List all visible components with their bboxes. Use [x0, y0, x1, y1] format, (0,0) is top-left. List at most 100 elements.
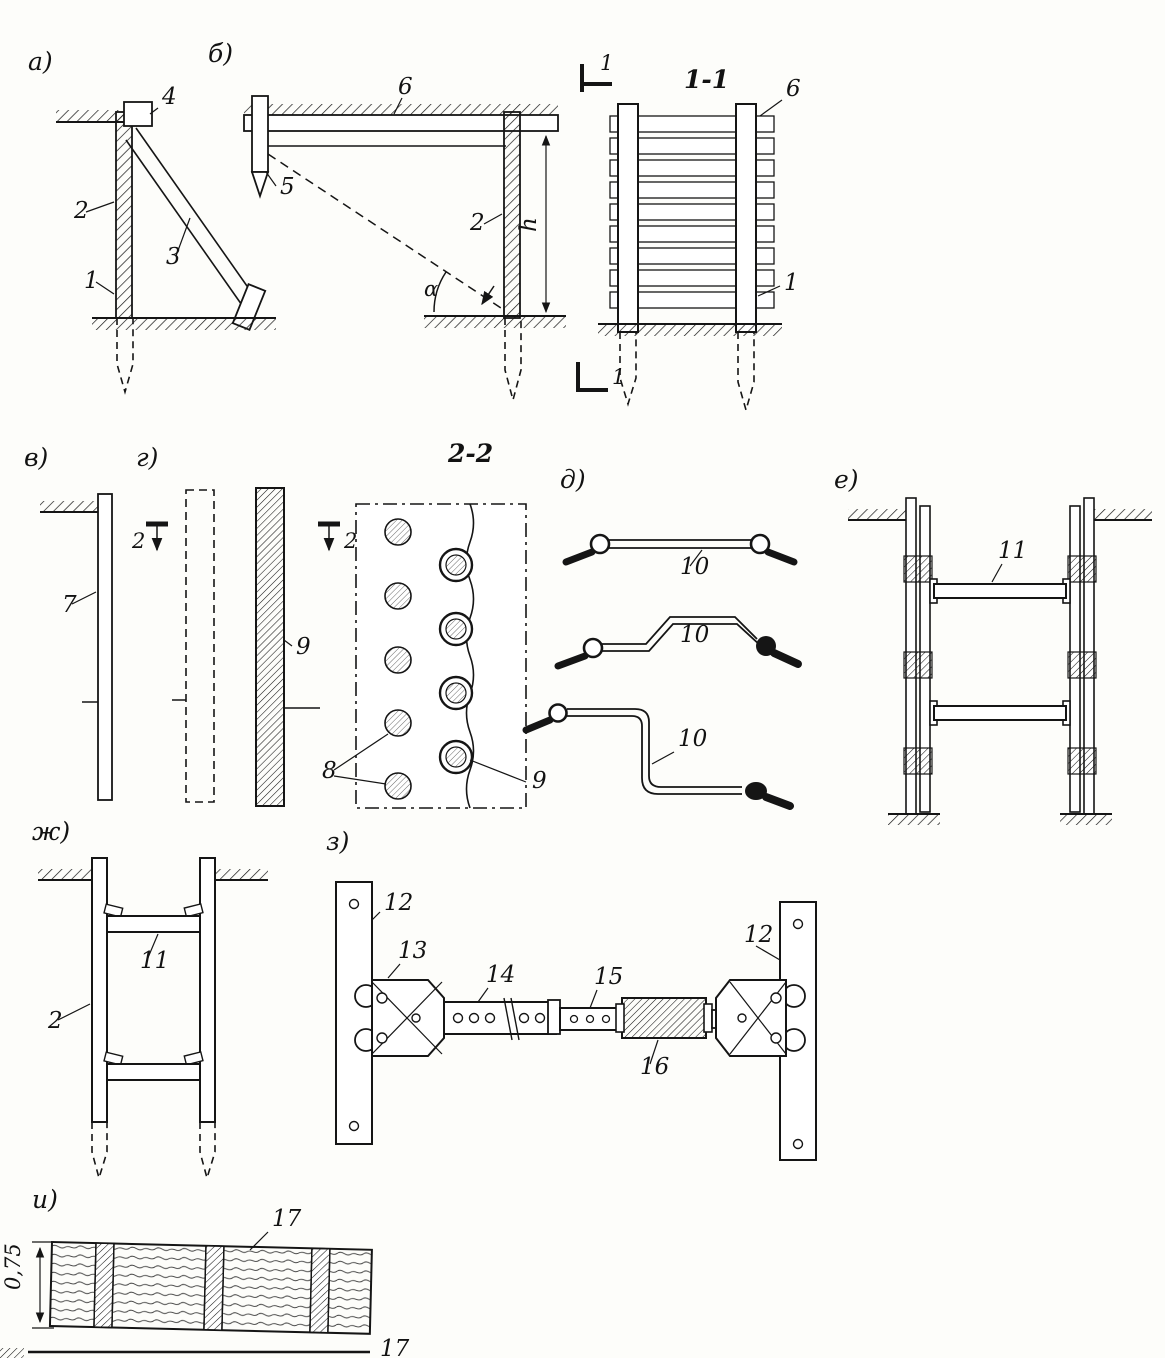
callout-10-bot: 10 [678, 726, 707, 752]
section-mark-right: 2 [318, 521, 357, 553]
panel-a-label: а) [28, 47, 53, 76]
anchor-pile [250, 95, 270, 199]
sheeting-board [503, 111, 521, 319]
panel-v-label: в) [24, 443, 48, 472]
slip-plane-dashed [267, 153, 505, 311]
panel-z-screw-strut: з) 12 12 13 [326, 827, 817, 1161]
plank-left-hole-bottom [348, 1120, 360, 1132]
coupling-collar [547, 999, 561, 1035]
leader-12-left [371, 911, 381, 921]
callout-5: 5 [280, 174, 295, 200]
ground-hatch-bottom [92, 319, 276, 330]
callout-1: 1 [784, 270, 799, 296]
perforated-rod-14 [443, 997, 557, 1041]
leader-2 [57, 1003, 91, 1021]
callout-11: 11 [998, 538, 1027, 564]
leader-11 [991, 563, 1003, 583]
section-2-2-plan: 2-2 8 9 [322, 439, 547, 809]
callout-14: 14 [486, 962, 515, 988]
section-1-1-title: 1-1 [684, 65, 729, 94]
sheeting-board [115, 111, 133, 319]
sheet-board [97, 493, 113, 801]
ground-hatch-bottom [424, 317, 566, 328]
trench-bottom-hatch-right [1060, 815, 1112, 825]
callout-4: 4 [161, 84, 177, 110]
leader-16 [649, 1039, 659, 1065]
panel-zh-trench-wedged-struts: ж) 11 2 [32, 817, 268, 1181]
buried-pile-dashed-left [619, 332, 637, 407]
ground-hatch-right [214, 869, 268, 880]
panel-z-label: з) [326, 827, 349, 856]
panel-i-label: и) [32, 1185, 58, 1214]
section-mark-bottom-label: 1 [612, 365, 625, 389]
callout-11: 11 [140, 948, 169, 974]
leader-17 [249, 1231, 269, 1251]
section-mark-left-label: 2 [131, 529, 145, 553]
leader-12-right [755, 945, 781, 961]
callout-17-bottom: 17 [380, 1336, 410, 1358]
inclined-strut [125, 127, 267, 332]
plank-left-hole-top [348, 898, 360, 910]
tie-rod-bent: 10 [554, 616, 802, 670]
tie-rod-offset: 10 [522, 703, 794, 810]
alpha-arc [433, 271, 447, 313]
callout-10-mid: 10 [680, 622, 709, 648]
panel-b-anchored-wall: б) 5 6 2 α h [208, 39, 566, 404]
ground-hatch-right [1094, 509, 1152, 520]
ground-hatch-left [38, 869, 92, 880]
leader-5 [265, 171, 277, 187]
leader-8a [333, 733, 389, 771]
top-clamp-block [123, 101, 153, 127]
leader-4 [149, 107, 159, 115]
rod-15 [559, 1007, 623, 1031]
section-2-2-title: 2-2 [447, 439, 493, 468]
leader-9 [469, 759, 527, 783]
callout-2: 2 [47, 1008, 63, 1034]
leader-7 [71, 591, 97, 605]
panel-g-label: г) [136, 443, 158, 472]
soldier-pile-left [617, 103, 639, 333]
callout-7: 7 [62, 592, 77, 618]
callout-6: 6 [398, 74, 413, 100]
panel-b-label: б) [208, 39, 233, 68]
callout-2: 2 [73, 198, 89, 224]
strut-top [103, 903, 204, 933]
leader-1 [757, 285, 781, 297]
callout-17: 17 [272, 1206, 302, 1232]
section-mark-top-label: 1 [600, 51, 613, 75]
callout-2: 2 [469, 210, 485, 236]
drive-arrow [481, 285, 495, 306]
callout-12-right: 12 [744, 922, 773, 948]
leader-3 [175, 217, 191, 257]
buried-pile-dashed [504, 318, 522, 404]
sheet-board-right [199, 857, 216, 1123]
shield-body [48, 1240, 373, 1335]
panel-e-trench-with-struts: е) 11 [834, 465, 1152, 825]
leader-2 [483, 213, 503, 225]
callout-13: 13 [398, 938, 427, 964]
ground-hatch [56, 110, 142, 121]
soldier-pile-right [735, 103, 757, 333]
cased-piles [438, 547, 474, 775]
sheet-board-left [91, 857, 108, 1123]
callout-10-top: 10 [680, 554, 709, 580]
struts [929, 578, 1071, 726]
leader-8b [333, 775, 387, 785]
callout-1: 1 [84, 268, 99, 294]
leader-11 [146, 933, 159, 961]
plank-left [335, 881, 373, 1145]
right-wall [1067, 497, 1097, 815]
panel-a-strut-braced-wall: а) 4 2 1 3 [28, 47, 276, 395]
trench-bottom-hatch-left [888, 815, 940, 825]
callout-15: 15 [594, 964, 623, 990]
callout-8: 8 [322, 758, 337, 784]
tie-rod-straight: 10 [562, 533, 798, 580]
buried-pile-dashed [116, 318, 134, 395]
section-mark-top: 1 [580, 51, 613, 92]
plank-right-hole-top [792, 918, 804, 930]
waler-beam [243, 114, 559, 132]
panel-v-cantilever-sheet: в) 7 [24, 443, 113, 801]
next-shield-corner [0, 1348, 24, 1358]
alpha-label: α [424, 277, 438, 301]
